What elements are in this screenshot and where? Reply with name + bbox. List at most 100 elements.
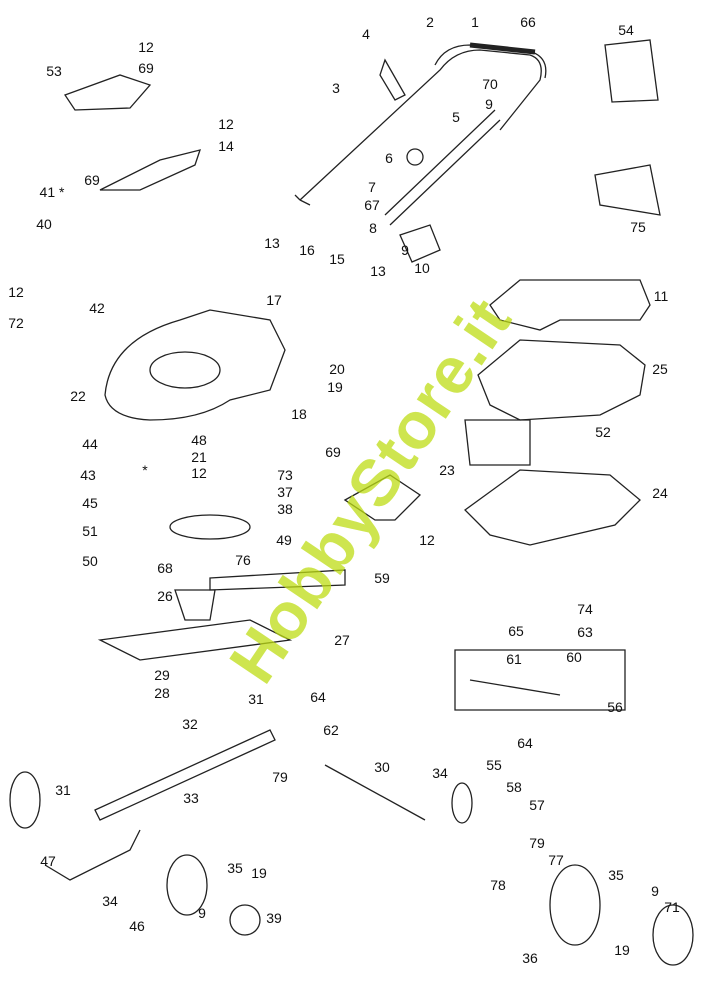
part-number-label: 59	[374, 570, 390, 586]
part-number-label: 69	[325, 444, 341, 460]
part-number-label: 76	[235, 552, 251, 568]
handle-assembly	[294, 42, 547, 263]
part-number-label: 8	[369, 220, 377, 236]
part-number-label: 1	[471, 14, 479, 30]
part-number-label: 60	[566, 649, 582, 665]
part-number-label: 21	[191, 449, 207, 465]
part-number-label: 55	[486, 757, 502, 773]
part-number-label: 31	[55, 782, 71, 798]
part-number-label: 25	[652, 361, 668, 377]
hubcap-39	[229, 904, 261, 936]
wheel-58	[451, 782, 473, 824]
part-number-label: 79	[272, 769, 288, 785]
part-number-label: 72	[8, 315, 24, 331]
part-number-label: 9	[198, 905, 206, 921]
part-number-label: 32	[182, 716, 198, 732]
part-number-label: 30	[374, 759, 390, 775]
part-number-label: 31	[248, 691, 264, 707]
part-number-label: 67	[364, 197, 380, 213]
part-number-label: 62	[323, 722, 339, 738]
part-number-label: 37	[277, 484, 293, 500]
part-number-label: 52	[595, 424, 611, 440]
part-number-label: 74	[577, 601, 593, 617]
part-number-label: 12	[191, 465, 207, 481]
part-number-label: 4	[362, 26, 370, 42]
part-number-label: 36	[522, 950, 538, 966]
part-number-label: 42	[89, 300, 105, 316]
part-number-label: 7	[368, 179, 376, 195]
part-number-label: 33	[183, 790, 199, 806]
part-number-label: 29	[154, 667, 170, 683]
cover-53	[64, 74, 152, 111]
part-number-label: 54	[618, 22, 634, 38]
axle-47	[44, 829, 141, 881]
part-number-label: 2	[426, 14, 434, 30]
part-number-label: 73	[277, 467, 293, 483]
pulley-49	[169, 514, 251, 540]
part-number-label: 69	[84, 172, 100, 188]
blade-27	[97, 619, 293, 661]
part-number-label: 18	[291, 406, 307, 422]
part-54	[604, 39, 659, 103]
part-number-label: 19	[251, 865, 267, 881]
part-number-label: 11	[653, 288, 669, 304]
part-number-label: 79	[529, 835, 545, 851]
mower-deck	[104, 309, 286, 421]
part-number-label: 70	[482, 76, 498, 92]
part-number-label: 6	[385, 150, 393, 166]
part-number-label: 56	[607, 699, 623, 715]
part-number-label: 57	[529, 797, 545, 813]
part-number-label: 68	[157, 560, 173, 576]
part-number-label: 10	[414, 260, 430, 276]
part-number-label: 75	[630, 219, 646, 235]
gear-unit-65	[454, 649, 626, 711]
part-number-label: 3	[332, 80, 340, 96]
part-number-label: 13	[370, 263, 386, 279]
part-number-label: 9	[651, 883, 659, 899]
part-number-label: 12	[8, 284, 24, 300]
part-number-label: 45	[82, 495, 98, 511]
part-number-label: 58	[506, 779, 522, 795]
part-number-label: 71	[664, 899, 680, 915]
part-number-label: 9	[401, 242, 409, 258]
belt-59	[209, 569, 346, 591]
part-number-label: 41 *	[39, 184, 65, 200]
part-number-label: 39	[266, 910, 282, 926]
part-number-label: 34	[102, 893, 118, 909]
part-number-label: 69	[138, 60, 154, 76]
part-number-label: 46	[129, 918, 145, 934]
grass-box-cover-11	[489, 279, 651, 331]
grass-box-top-25	[477, 339, 646, 421]
part-number-label: 53	[46, 63, 62, 79]
part-number-label: 13	[264, 235, 280, 251]
part-number-label: 26	[157, 588, 173, 604]
part-number-label: 43	[80, 467, 96, 483]
hubcap-71	[652, 904, 694, 966]
part-number-label: 50	[82, 553, 98, 569]
part-number-label: 35	[227, 860, 243, 876]
part-75	[594, 164, 661, 216]
part-number-label: 64	[310, 689, 326, 705]
frame-52	[464, 419, 531, 466]
wheel-front-right	[549, 864, 601, 946]
part-number-label: 23	[439, 462, 455, 478]
part-number-label: *	[142, 462, 148, 478]
part-number-label: 14	[218, 138, 234, 154]
axle-30	[324, 764, 426, 821]
part-number-label: 48	[191, 432, 207, 448]
part-number-label: 38	[277, 501, 293, 517]
gearbox-26	[174, 589, 216, 621]
part-number-label: 19	[327, 379, 343, 395]
part-number-label: 40	[36, 216, 52, 232]
bracket-14	[99, 149, 201, 191]
part-number-label: 20	[329, 361, 345, 377]
part-number-label: 16	[299, 242, 315, 258]
part-number-label: 61	[506, 651, 522, 667]
grass-box-base-24	[464, 469, 641, 546]
part-number-label: 15	[329, 251, 345, 267]
part-number-label: 44	[82, 436, 98, 452]
part-number-label: 47	[40, 853, 56, 869]
wheel-rear-left	[9, 771, 41, 829]
